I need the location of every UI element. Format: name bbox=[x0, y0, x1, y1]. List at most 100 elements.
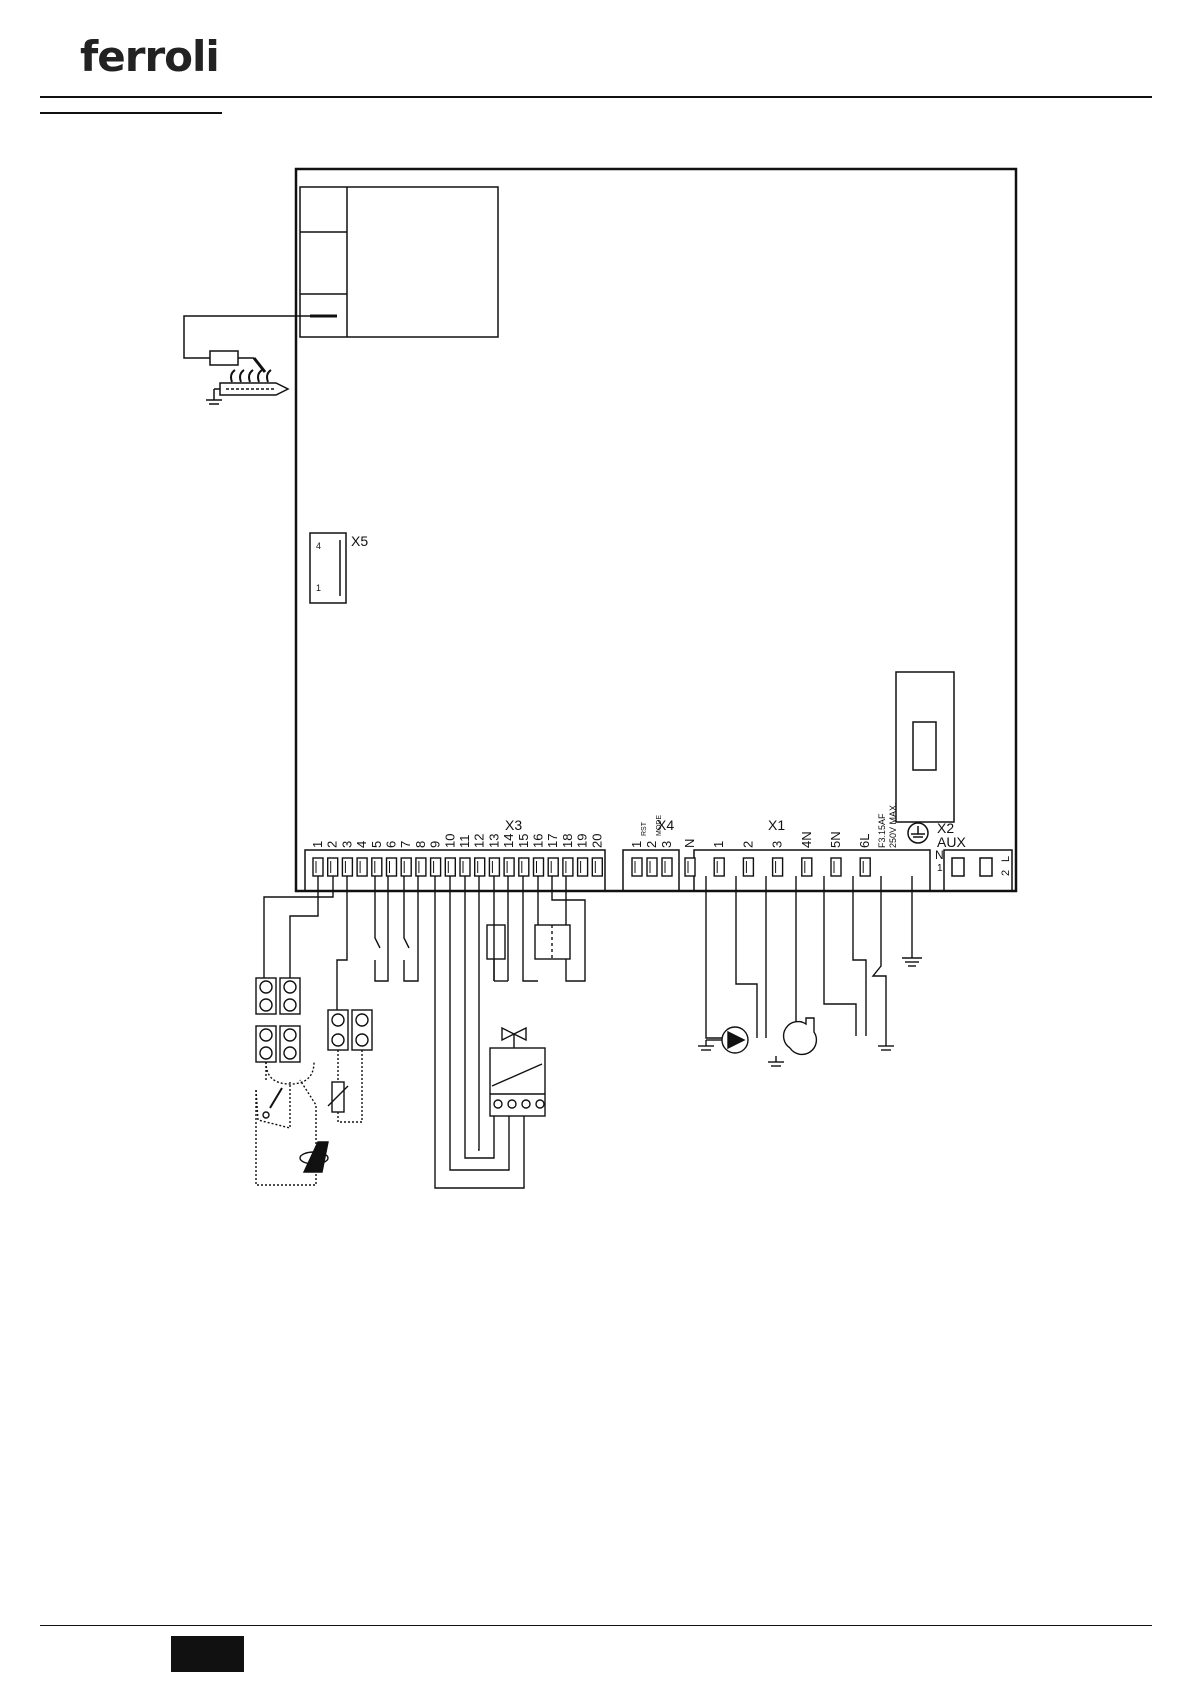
x3-pin-label: 15 bbox=[516, 834, 531, 848]
x2-housing bbox=[943, 849, 1013, 892]
x3-pin-label: 5 bbox=[369, 841, 384, 848]
x1-pin-1 bbox=[684, 857, 696, 877]
x3-pin-label: 18 bbox=[560, 834, 575, 848]
x2-pin-n: N bbox=[935, 848, 944, 862]
x3-pin-label: 4 bbox=[354, 841, 369, 848]
electrode-resistor bbox=[209, 350, 239, 366]
header-rule bbox=[40, 96, 1152, 98]
x3-pin-label: 8 bbox=[413, 841, 428, 848]
x3-pin-label: 20 bbox=[589, 834, 604, 848]
x3-pin-11 bbox=[459, 857, 471, 877]
relay-coil bbox=[534, 924, 571, 960]
x3-pin-8 bbox=[415, 857, 427, 877]
x3-pin-7 bbox=[400, 857, 412, 877]
x1-pin-label: N bbox=[682, 839, 697, 848]
x3-pin-19 bbox=[576, 857, 589, 877]
fan-icon bbox=[768, 1017, 818, 1067]
x1-pin-7 bbox=[859, 857, 871, 877]
x3-pin-3 bbox=[341, 857, 354, 877]
terminal-block-flow-switch bbox=[255, 977, 301, 1063]
relay-block bbox=[299, 186, 499, 338]
thermostat-icon bbox=[262, 1087, 283, 1119]
x1-pin-label: 2 bbox=[740, 841, 755, 848]
aux-component bbox=[895, 671, 955, 823]
x3-housing bbox=[304, 849, 606, 892]
x3-pin-15 bbox=[518, 857, 530, 877]
x4-pin-2 bbox=[646, 857, 658, 877]
x1-pin-label: 1 bbox=[711, 841, 726, 848]
x3-pin-label: 19 bbox=[575, 834, 590, 848]
x3-pin-5 bbox=[371, 857, 383, 877]
x3-pin-12 bbox=[474, 857, 486, 877]
x2-pin-2: 2 bbox=[1000, 870, 1012, 876]
x3-pin-13 bbox=[488, 857, 501, 877]
brand-wordmark: ferroli bbox=[80, 32, 220, 81]
fuse-voltage: 250V MAX. bbox=[888, 802, 898, 848]
room-device-icon bbox=[299, 1141, 329, 1173]
x3-pin-label: 12 bbox=[472, 834, 487, 848]
x1-pin-label: 3 bbox=[770, 841, 785, 848]
header-subrule bbox=[40, 112, 222, 114]
x3-pin-label: 1 bbox=[310, 841, 325, 848]
x4-pin-function-label: RST bbox=[641, 821, 648, 836]
x1-pin-2 bbox=[713, 857, 725, 877]
resistor-icon bbox=[486, 924, 506, 960]
x4-pin-function-label: MODE bbox=[656, 815, 663, 836]
x3-pin-16 bbox=[532, 857, 545, 877]
x3-pin-9 bbox=[429, 857, 442, 877]
brand-logo: ferroli bbox=[40, 14, 220, 78]
x1-pin-3 bbox=[742, 857, 755, 877]
x4-pin-3 bbox=[661, 857, 673, 877]
x1-pin-6 bbox=[830, 857, 842, 877]
pump-icon bbox=[698, 1026, 749, 1054]
control-board bbox=[294, 167, 1018, 893]
ntc-sensor-icon bbox=[327, 1050, 363, 1123]
x3-pin-label: 16 bbox=[531, 834, 546, 848]
x3-pin-label: 14 bbox=[501, 834, 516, 848]
fuse-rating: F3.15AF bbox=[877, 813, 887, 848]
x4-pin-label: 3 bbox=[659, 841, 674, 848]
x3-pin-label: 7 bbox=[398, 841, 413, 848]
x4-pin-1 bbox=[631, 857, 643, 877]
x1-label: X1 bbox=[768, 817, 785, 833]
x1-pin-label: 4N bbox=[799, 831, 814, 848]
x3-pin-label: 11 bbox=[457, 835, 472, 849]
x5-pin-top: 4 bbox=[316, 541, 321, 551]
footer-rule bbox=[40, 1625, 1152, 1626]
x4-pin-label: 2 bbox=[644, 841, 659, 848]
page-number-box bbox=[171, 1636, 244, 1672]
x4-pin-label: 1 bbox=[629, 841, 644, 848]
x3-pin-4 bbox=[356, 857, 368, 877]
x3-pin-20 bbox=[591, 857, 603, 877]
x3-pin-14 bbox=[503, 857, 515, 877]
x5-connector bbox=[309, 532, 347, 604]
x3-pin-17 bbox=[547, 857, 559, 877]
x1-pin-label: 5N bbox=[828, 831, 843, 848]
x3-pin-18 bbox=[562, 857, 574, 877]
x3-pin-2 bbox=[327, 857, 339, 877]
x2-label: X2 bbox=[937, 820, 954, 836]
x3-pin-label: 3 bbox=[339, 841, 354, 848]
x5-pin-bottom: 1 bbox=[316, 583, 321, 593]
x3-pin-label: 10 bbox=[442, 834, 457, 848]
terminal-block-ntc bbox=[327, 1009, 373, 1051]
x2-pin-1: 1 bbox=[937, 863, 943, 874]
x3-pin-label: 9 bbox=[428, 841, 443, 848]
x3-pin-1 bbox=[312, 857, 324, 877]
electrode-icon bbox=[214, 369, 290, 396]
x2-pin-l: L bbox=[1000, 856, 1012, 862]
x3-pin-6 bbox=[385, 857, 398, 877]
x1-pin-label: 6L bbox=[857, 834, 872, 848]
x3-pin-label: 17 bbox=[545, 834, 560, 848]
x5-label: X5 bbox=[351, 533, 368, 549]
ground-icon bbox=[206, 389, 222, 405]
x4-housing bbox=[622, 849, 680, 892]
ground-icon bbox=[878, 1036, 894, 1051]
x3-pin-label: 6 bbox=[384, 841, 399, 848]
x1-pin-4 bbox=[771, 857, 784, 877]
x2-aux-label: AUX bbox=[937, 834, 966, 850]
valve-icon bbox=[489, 1026, 546, 1117]
x3-pin-label: 2 bbox=[325, 841, 340, 848]
x3-pin-10 bbox=[444, 857, 456, 877]
x3-pin-label: 13 bbox=[486, 834, 501, 848]
